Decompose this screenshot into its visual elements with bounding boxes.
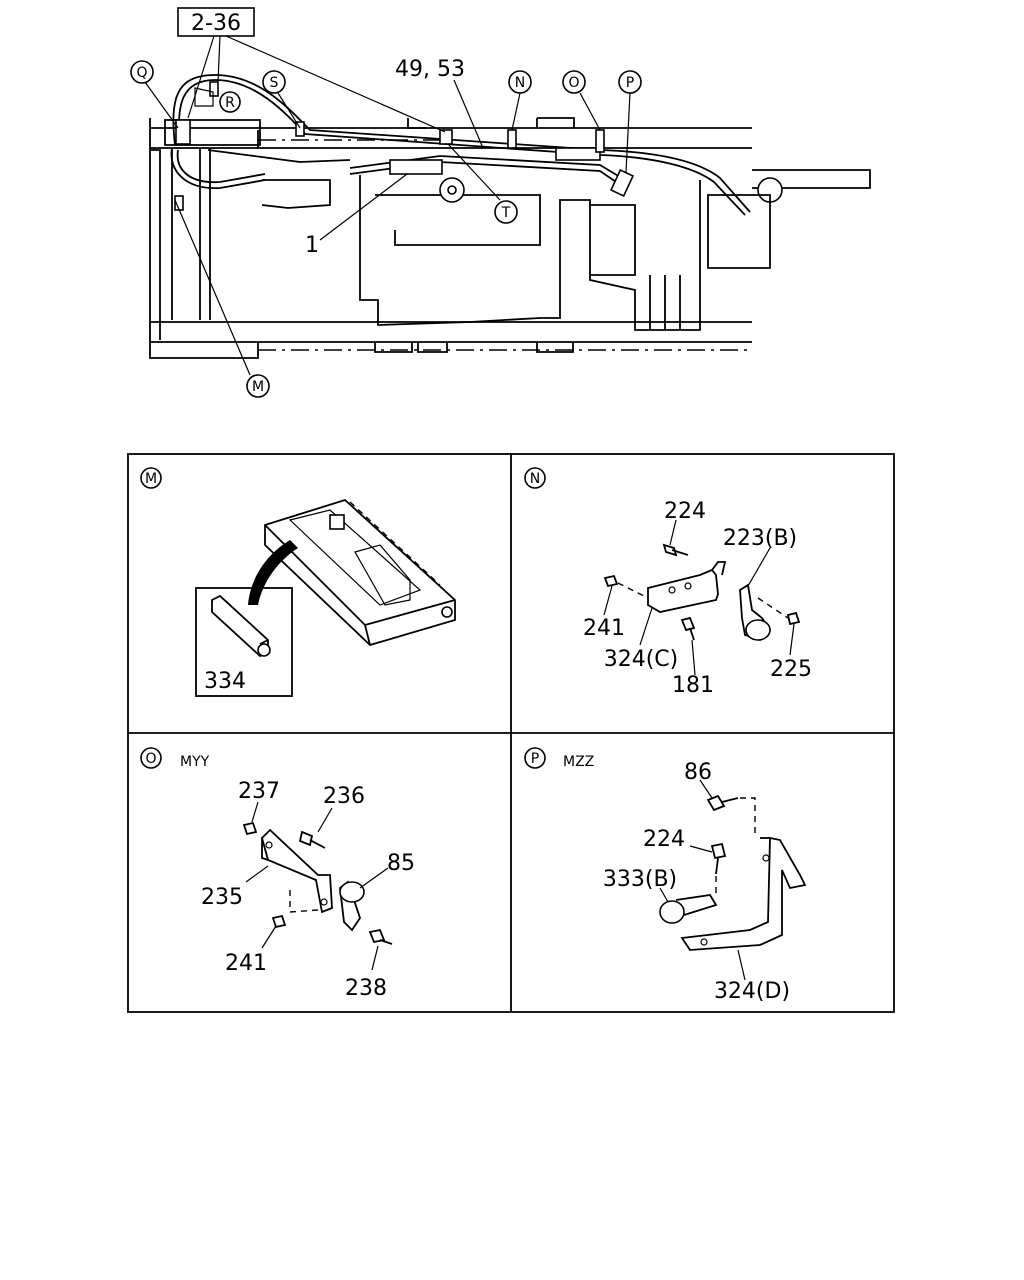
label-49-53: 49, 53 <box>395 57 465 82</box>
svg-text:O: O <box>568 75 579 91</box>
svg-text:P: P <box>626 75 634 91</box>
panel-M-id: M <box>145 471 157 487</box>
svg-text:M: M <box>252 379 264 395</box>
callout-T: T <box>494 200 518 224</box>
part-85: 85 <box>387 851 415 876</box>
part-224: 224 <box>664 499 706 524</box>
svg-text:S: S <box>270 75 279 91</box>
part-238: 238 <box>345 976 387 1001</box>
callout-S: S <box>262 70 286 94</box>
label-1: 1 <box>305 233 319 258</box>
part-324d: 324(D) <box>714 979 790 1004</box>
detail-grid <box>127 453 895 1013</box>
panel-O-code: MYY <box>180 754 210 770</box>
panel-P-code: MZZ <box>563 754 594 770</box>
panel-O-id: O <box>145 751 156 767</box>
panel-M: M 334 <box>140 467 456 697</box>
part-334: 334 <box>204 669 246 694</box>
part-324c: 324(C) <box>604 647 679 672</box>
svg-text:N: N <box>515 75 525 91</box>
part-241: 241 <box>225 951 267 976</box>
svg-text:T: T <box>501 205 511 221</box>
part-225: 225 <box>770 657 812 682</box>
part-241: 241 <box>583 616 625 641</box>
panel-O: O MYY 237 236 85 235 241 238 <box>140 747 415 1001</box>
callout-R: R <box>219 91 241 113</box>
callout-O: O <box>562 70 586 94</box>
ref-box <box>177 7 255 37</box>
panel-N-id: N <box>530 471 540 487</box>
panel-N: N 224 223(B) 241 324(C) 225 181 <box>524 467 812 698</box>
svg-text:R: R <box>225 95 235 111</box>
main-assembly-view: 2-36 49, 53 1 Q R S N O P T M <box>130 7 871 398</box>
ref-box-label: 2-36 <box>191 11 241 36</box>
part-237: 237 <box>238 779 280 804</box>
callout-M: M <box>246 374 270 398</box>
part-223b: 223(B) <box>723 526 797 551</box>
panel-P-id: P <box>531 751 539 767</box>
part-236: 236 <box>323 784 365 809</box>
callout-P: P <box>618 70 642 94</box>
callout-N: N <box>508 70 532 94</box>
svg-text:Q: Q <box>136 65 147 81</box>
part-235: 235 <box>201 885 243 910</box>
panel-P: P MZZ 86 224 333(B) 324(D) <box>524 747 807 1004</box>
part-224: 224 <box>643 827 685 852</box>
callout-Q: Q <box>130 60 154 84</box>
part-181: 181 <box>672 673 714 698</box>
part-86: 86 <box>684 760 712 785</box>
part-333b: 333(B) <box>603 867 677 892</box>
